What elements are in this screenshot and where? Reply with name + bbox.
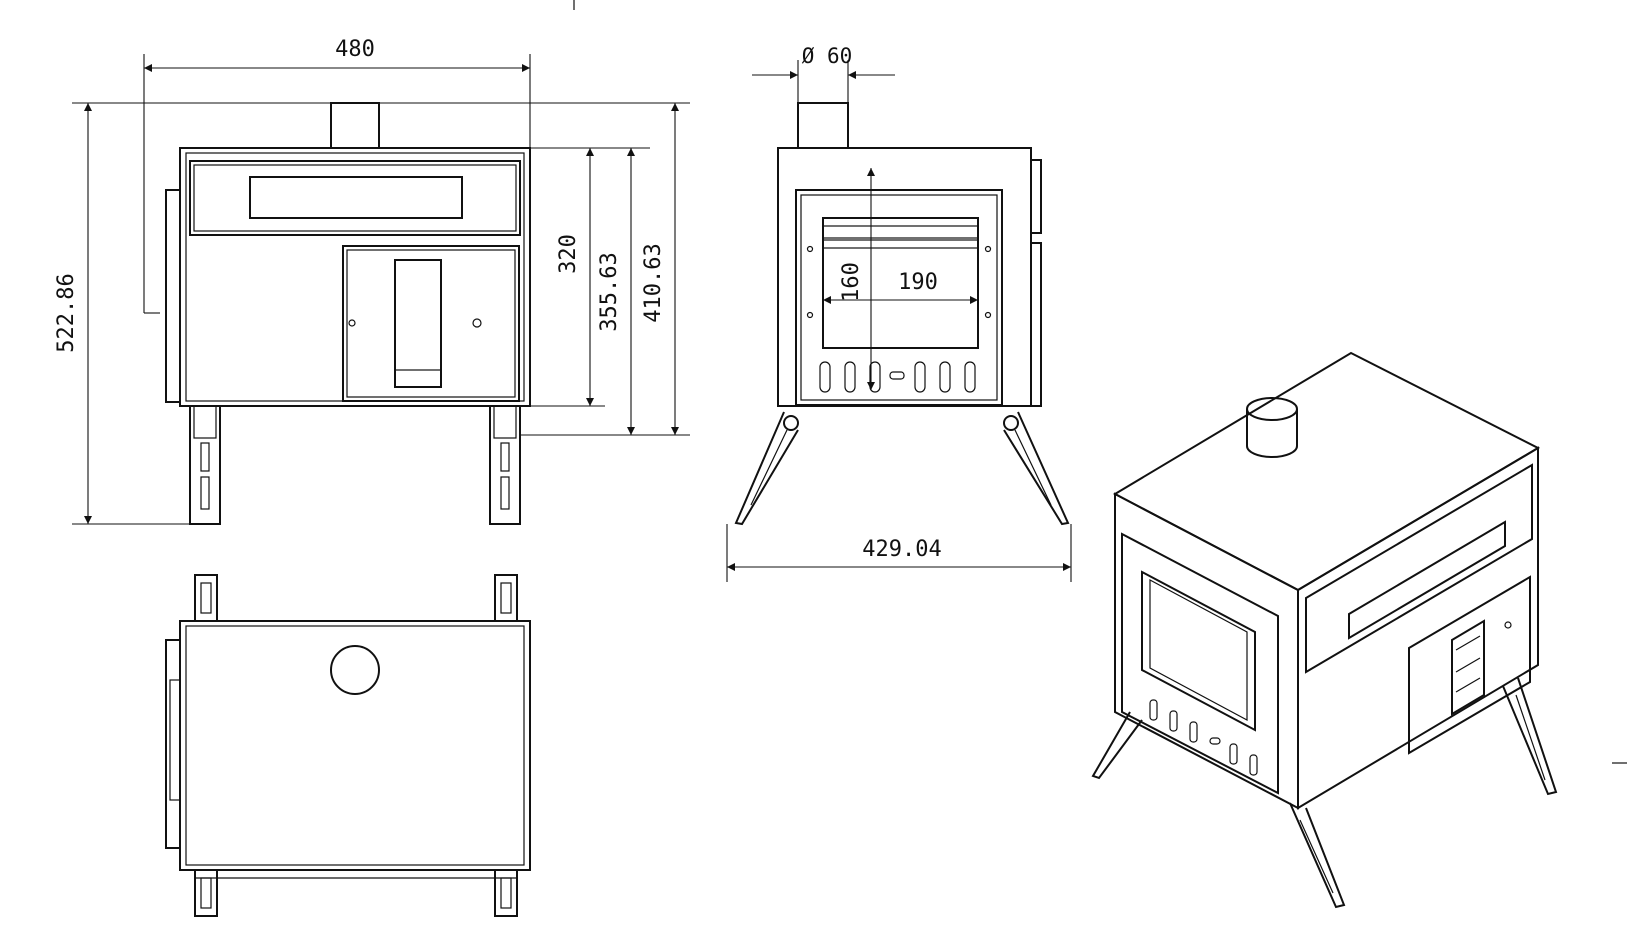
dim-front-body-height: 320 — [556, 234, 581, 274]
dim-door-opening-width: 190 — [898, 270, 938, 295]
isometric-view — [1091, 351, 1558, 909]
dim-leg-spread: 429.04 — [862, 537, 941, 562]
dim-front-width: 480 — [335, 37, 375, 62]
dim-front-total-height: 522.86 — [54, 273, 79, 352]
side-view: Ø 60 190 160 429.04 — [726, 44, 1072, 582]
dim-front-body-leg-height: 355.63 — [597, 252, 622, 331]
front-view: 480 522.86 320 355.63 410.63 — [54, 37, 690, 525]
dim-flue-diameter: Ø 60 — [802, 44, 853, 68]
top-view — [165, 574, 531, 917]
dim-door-opening-height: 160 — [839, 262, 864, 302]
dim-front-total-to-top: 410.63 — [641, 243, 666, 322]
